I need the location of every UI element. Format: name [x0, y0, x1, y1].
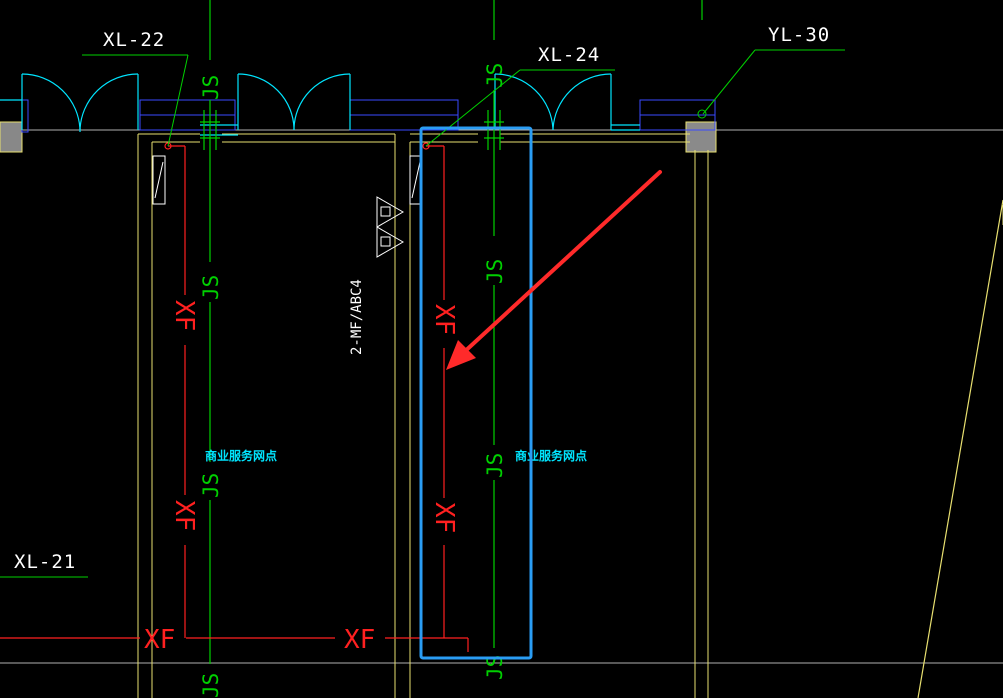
label-2mf: 2-MF/ABC4	[349, 279, 365, 355]
label-yl30: YL-30	[768, 24, 830, 46]
xf-tag-5: XF	[144, 625, 175, 655]
fire-pipes	[0, 142, 469, 652]
xf-tag-6: XF	[344, 625, 375, 655]
label-xl22: XL-22	[103, 29, 165, 51]
walls	[137, 133, 709, 698]
xf-tag-4: XF	[429, 502, 459, 533]
xf-tag-3: XF	[429, 304, 459, 335]
js-tag-5: JS	[483, 63, 507, 88]
extinguisher-icon	[376, 196, 405, 258]
js-tag-7: JS	[483, 453, 507, 478]
windows	[21, 99, 716, 133]
water-pipes	[200, 0, 703, 664]
hydrant-boxes	[152, 155, 423, 205]
js-tag-6: JS	[483, 259, 507, 284]
js-tag-3: JS	[199, 473, 223, 498]
room-name-left: 商业服务网点	[205, 448, 277, 463]
js-tag-4: JS	[199, 673, 223, 698]
leader-lines	[0, 49, 845, 578]
doors	[0, 73, 640, 136]
label-xl24: XL-24	[538, 44, 600, 66]
selection-box[interactable]	[419, 126, 533, 660]
js-tag-1: JS	[199, 75, 223, 100]
xf-tag-2: XF	[169, 500, 199, 531]
yl30-marker	[697, 109, 707, 119]
building-outline	[0, 121, 1003, 698]
room-name-right: 商业服务网点	[515, 448, 587, 463]
xf-tag-1: XF	[169, 300, 199, 331]
js-tag-2: JS	[199, 275, 223, 300]
arrow-icon	[446, 170, 662, 370]
label-xl21: XL-21	[14, 551, 76, 573]
